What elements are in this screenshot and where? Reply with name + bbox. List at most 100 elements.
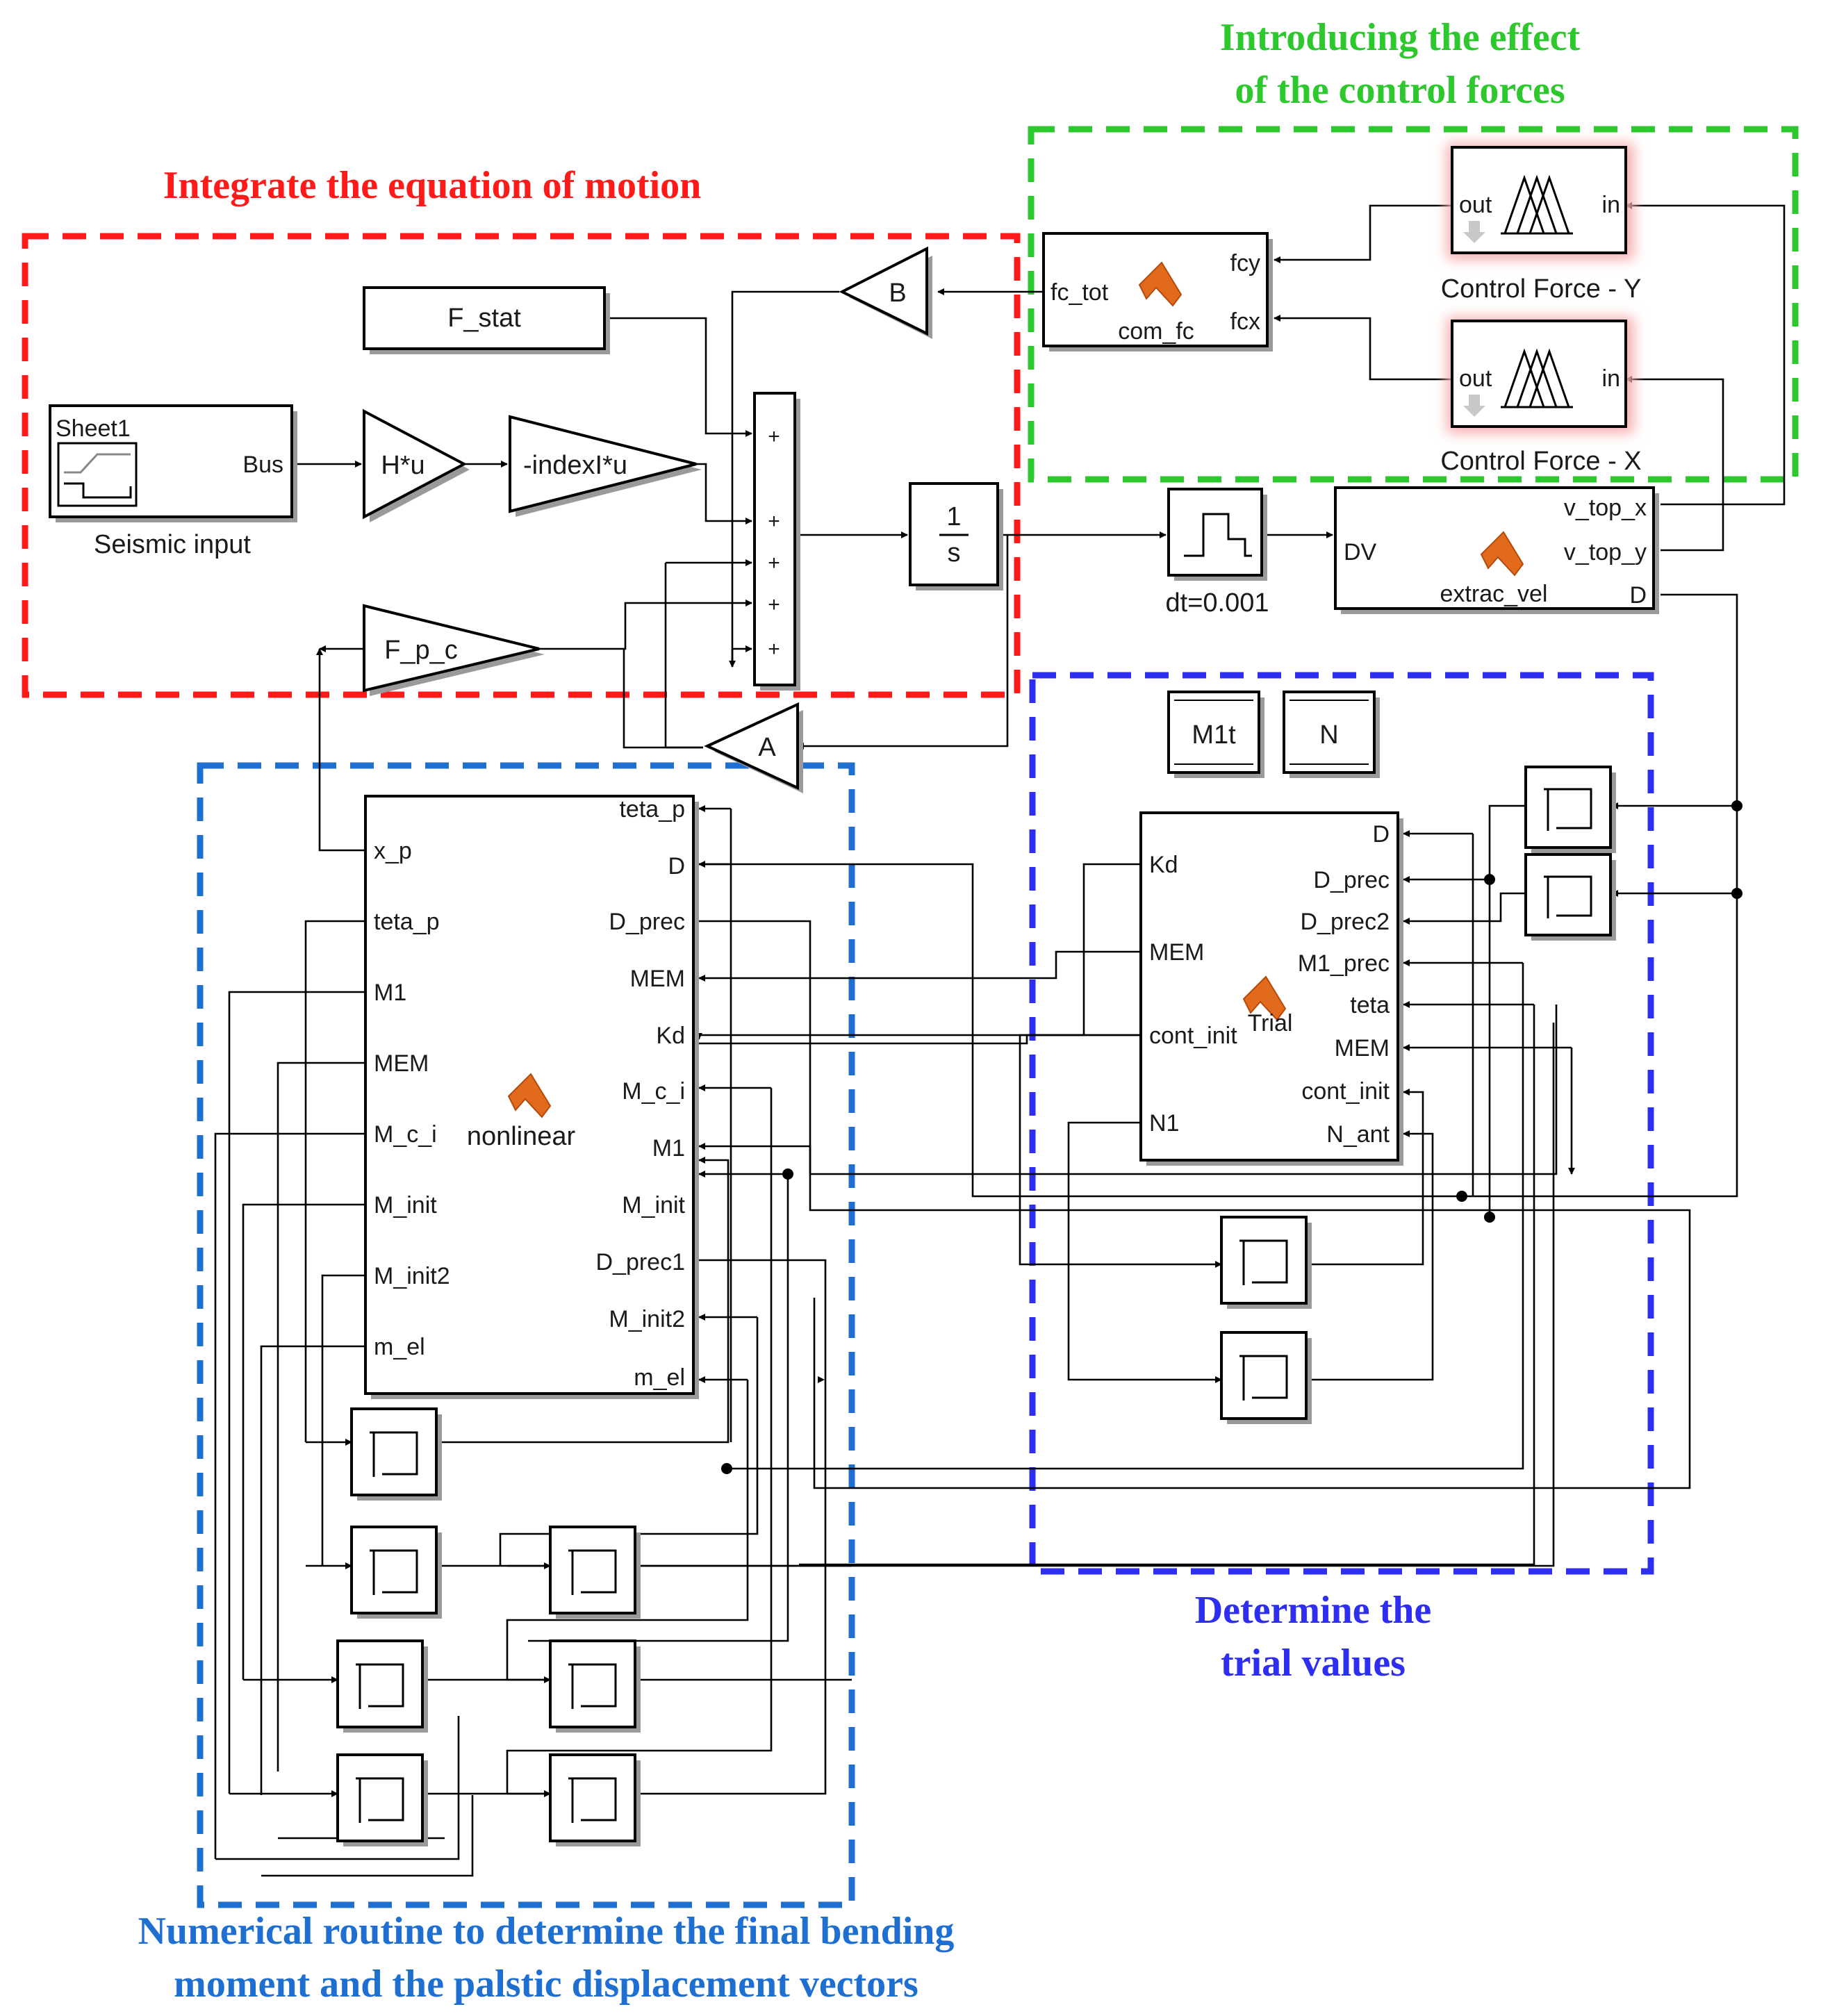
control-force-y-block[interactable]: out in Control Force - Y bbox=[1441, 143, 1642, 304]
integrator-num: 1 bbox=[946, 502, 961, 531]
extrac-vel-out-vx: v_top_x bbox=[1564, 495, 1647, 521]
nonlinear-out-d: D bbox=[668, 853, 685, 879]
caption-control-line1: Introducing the effect bbox=[1220, 16, 1581, 59]
nonlinear-out-mem: MEM bbox=[630, 966, 685, 992]
const-n-block[interactable]: N bbox=[1283, 691, 1380, 778]
gain-h-label: H*u bbox=[381, 451, 425, 480]
memory-block[interactable] bbox=[1524, 853, 1616, 941]
gain-fpc-block[interactable]: F_p_c bbox=[363, 604, 545, 696]
memory-block[interactable] bbox=[1220, 1331, 1312, 1424]
memory-icon bbox=[1544, 788, 1592, 831]
matlab-icon bbox=[1138, 261, 1183, 307]
memory-block[interactable] bbox=[336, 1753, 428, 1846]
memory-icon bbox=[356, 1663, 404, 1709]
sum-sign-5: + bbox=[768, 638, 780, 661]
sum-block[interactable]: + + + + + bbox=[753, 392, 800, 691]
trial-out-d-prec: D_prec bbox=[1313, 867, 1390, 893]
integrator-den: s bbox=[948, 538, 961, 568]
nonlinear-in-m1: M1 bbox=[374, 980, 406, 1006]
trial-in-kd: Kd bbox=[1149, 852, 1178, 878]
const-m1t-block[interactable]: M1t bbox=[1167, 691, 1264, 778]
sum-sign-4: + bbox=[768, 593, 780, 616]
memory-icon bbox=[568, 1663, 617, 1709]
nonlinear-block[interactable]: x_p teta_p M1 MEM M_c_i M_init M_init2 m… bbox=[364, 795, 699, 1399]
matlab-icon bbox=[1242, 975, 1287, 1021]
extrac-vel-out-d: D bbox=[1629, 582, 1647, 609]
com-fc-out-fcy: fcy bbox=[1230, 250, 1260, 276]
nonlinear-in-x-p: x_p bbox=[374, 838, 412, 864]
matlab-icon bbox=[507, 1073, 552, 1118]
trial-out-mem: MEM bbox=[1335, 1035, 1390, 1061]
trial-block[interactable]: Kd MEM cont_init N1 D D_prec D_prec2 M1_… bbox=[1139, 811, 1403, 1166]
trial-out-n-ant: N_ant bbox=[1326, 1121, 1390, 1148]
zoh-block[interactable]: dt=0.001 bbox=[1166, 488, 1269, 618]
seismic-bus-port: Bus bbox=[242, 452, 283, 478]
control-y-out-port: out bbox=[1459, 192, 1492, 218]
nonlinear-out-kd: Kd bbox=[656, 1023, 685, 1049]
memory-block[interactable] bbox=[549, 1526, 641, 1619]
trial-name: Trial bbox=[1248, 1010, 1293, 1036]
memory-icon bbox=[370, 1431, 418, 1477]
control-y-caption: Control Force - Y bbox=[1441, 274, 1642, 304]
fuzzy-icon bbox=[1503, 174, 1570, 234]
nonlinear-in-m-init2: M_init2 bbox=[374, 1263, 450, 1289]
com-fc-block[interactable]: fc_tot fcy fcx com_fc bbox=[1042, 232, 1273, 352]
arrow-down-icon bbox=[1463, 221, 1485, 243]
extrac-vel-block[interactable]: DV v_top_x v_top_y D extrac_vel bbox=[1334, 486, 1659, 614]
memory-block[interactable] bbox=[549, 1639, 641, 1733]
seismic-title: Sheet1 bbox=[56, 415, 131, 442]
nonlinear-out-m1: M1 bbox=[652, 1135, 685, 1162]
control-force-x-block[interactable]: out in Control Force - X bbox=[1440, 317, 1642, 476]
nonlinear-out-d-prec: D_prec bbox=[609, 909, 685, 935]
caption-control-line2: of the control forces bbox=[1235, 69, 1565, 112]
memory-block[interactable] bbox=[336, 1639, 428, 1733]
seismic-input-block[interactable]: Sheet1 Bus Seismic input bbox=[49, 404, 297, 559]
nonlinear-in-m-init: M_init bbox=[374, 1192, 437, 1218]
region-trial bbox=[1029, 672, 1654, 1575]
control-x-caption: Control Force - X bbox=[1440, 447, 1641, 476]
fuzzy-icon bbox=[1503, 348, 1570, 408]
caption-trial-line2: trial values bbox=[1221, 1642, 1406, 1685]
gain-index-block[interactable]: -indexI*u bbox=[509, 415, 702, 517]
gain-h-block[interactable]: H*u bbox=[363, 408, 470, 522]
memory-block[interactable] bbox=[1524, 766, 1616, 853]
gain-b-label: B bbox=[889, 279, 906, 308]
sum-sign-3: + bbox=[768, 552, 780, 575]
memory-block[interactable] bbox=[1220, 1216, 1312, 1309]
sum-sign-2: + bbox=[768, 510, 780, 533]
memory-block[interactable] bbox=[350, 1407, 442, 1501]
memory-icon bbox=[356, 1777, 404, 1823]
memory-icon bbox=[568, 1549, 617, 1595]
trial-out-d: D bbox=[1372, 821, 1390, 848]
const-m1t-label: M1t bbox=[1192, 720, 1236, 750]
gain-fpc-label: F_p_c bbox=[384, 636, 458, 665]
nonlinear-name: nonlinear bbox=[467, 1122, 576, 1151]
gain-a-block[interactable]: A bbox=[704, 702, 803, 793]
trial-out-teta: teta bbox=[1350, 992, 1390, 1018]
trial-out-m1-prec: M1_prec bbox=[1298, 950, 1390, 977]
const-n-label: N bbox=[1319, 720, 1338, 750]
trial-in-mem: MEM bbox=[1149, 939, 1204, 966]
f-stat-label: F_stat bbox=[447, 304, 521, 333]
nonlinear-out-teta-p: teta_p bbox=[619, 796, 685, 823]
matlab-icon bbox=[1480, 531, 1524, 577]
nonlinear-in-m-el: m_el bbox=[374, 1334, 425, 1360]
f-stat-block[interactable]: F_stat bbox=[363, 286, 610, 354]
zoh-icon bbox=[1184, 513, 1252, 557]
seismic-caption: Seismic input bbox=[94, 530, 251, 559]
extrac-vel-out-vy: v_top_y bbox=[1564, 539, 1647, 565]
gain-b-block[interactable]: B bbox=[839, 246, 932, 339]
nonlinear-out-m-el: m_el bbox=[634, 1364, 685, 1391]
integrator-block[interactable]: 1 s bbox=[909, 482, 1003, 590]
nonlinear-out-m-c-i: M_c_i bbox=[622, 1078, 685, 1105]
com-fc-name: com_fc bbox=[1118, 318, 1194, 345]
region-numerical bbox=[197, 762, 855, 1908]
caption-trial-line1: Determine the bbox=[1195, 1589, 1432, 1632]
nonlinear-out-m-init2: M_init2 bbox=[609, 1306, 685, 1332]
signal-builder-icon bbox=[57, 442, 138, 507]
memory-block[interactable] bbox=[350, 1526, 442, 1619]
com-fc-in-port: fc_tot bbox=[1050, 279, 1109, 306]
region-control bbox=[1028, 126, 1799, 483]
memory-block[interactable] bbox=[549, 1753, 641, 1846]
